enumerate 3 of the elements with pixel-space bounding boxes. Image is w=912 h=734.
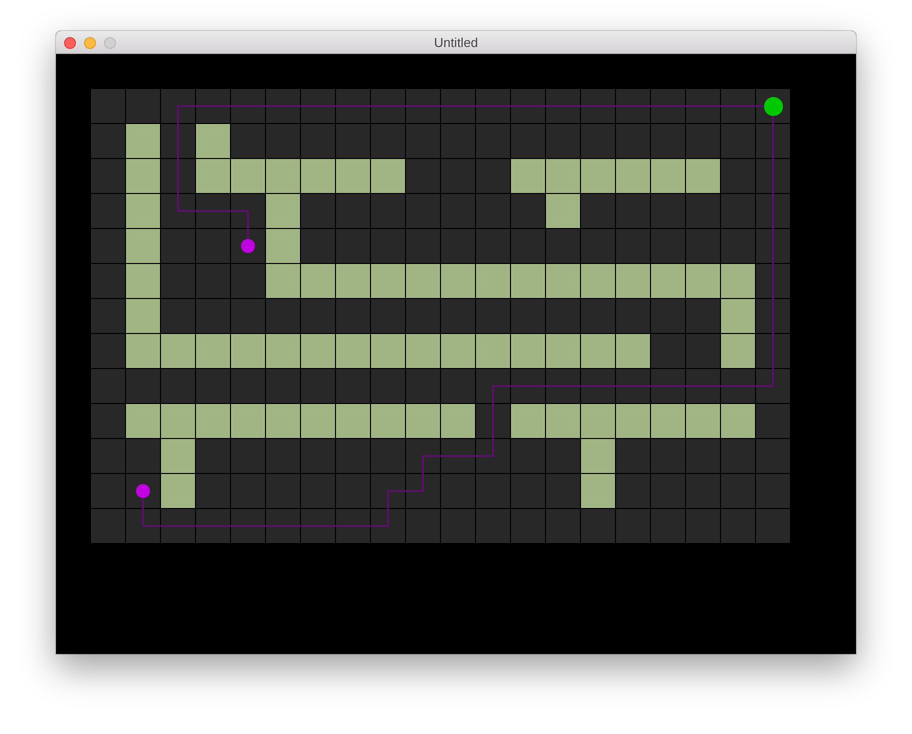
path-line	[177, 105, 764, 239]
path-line	[142, 116, 774, 527]
window-title: Untitled	[434, 34, 478, 50]
